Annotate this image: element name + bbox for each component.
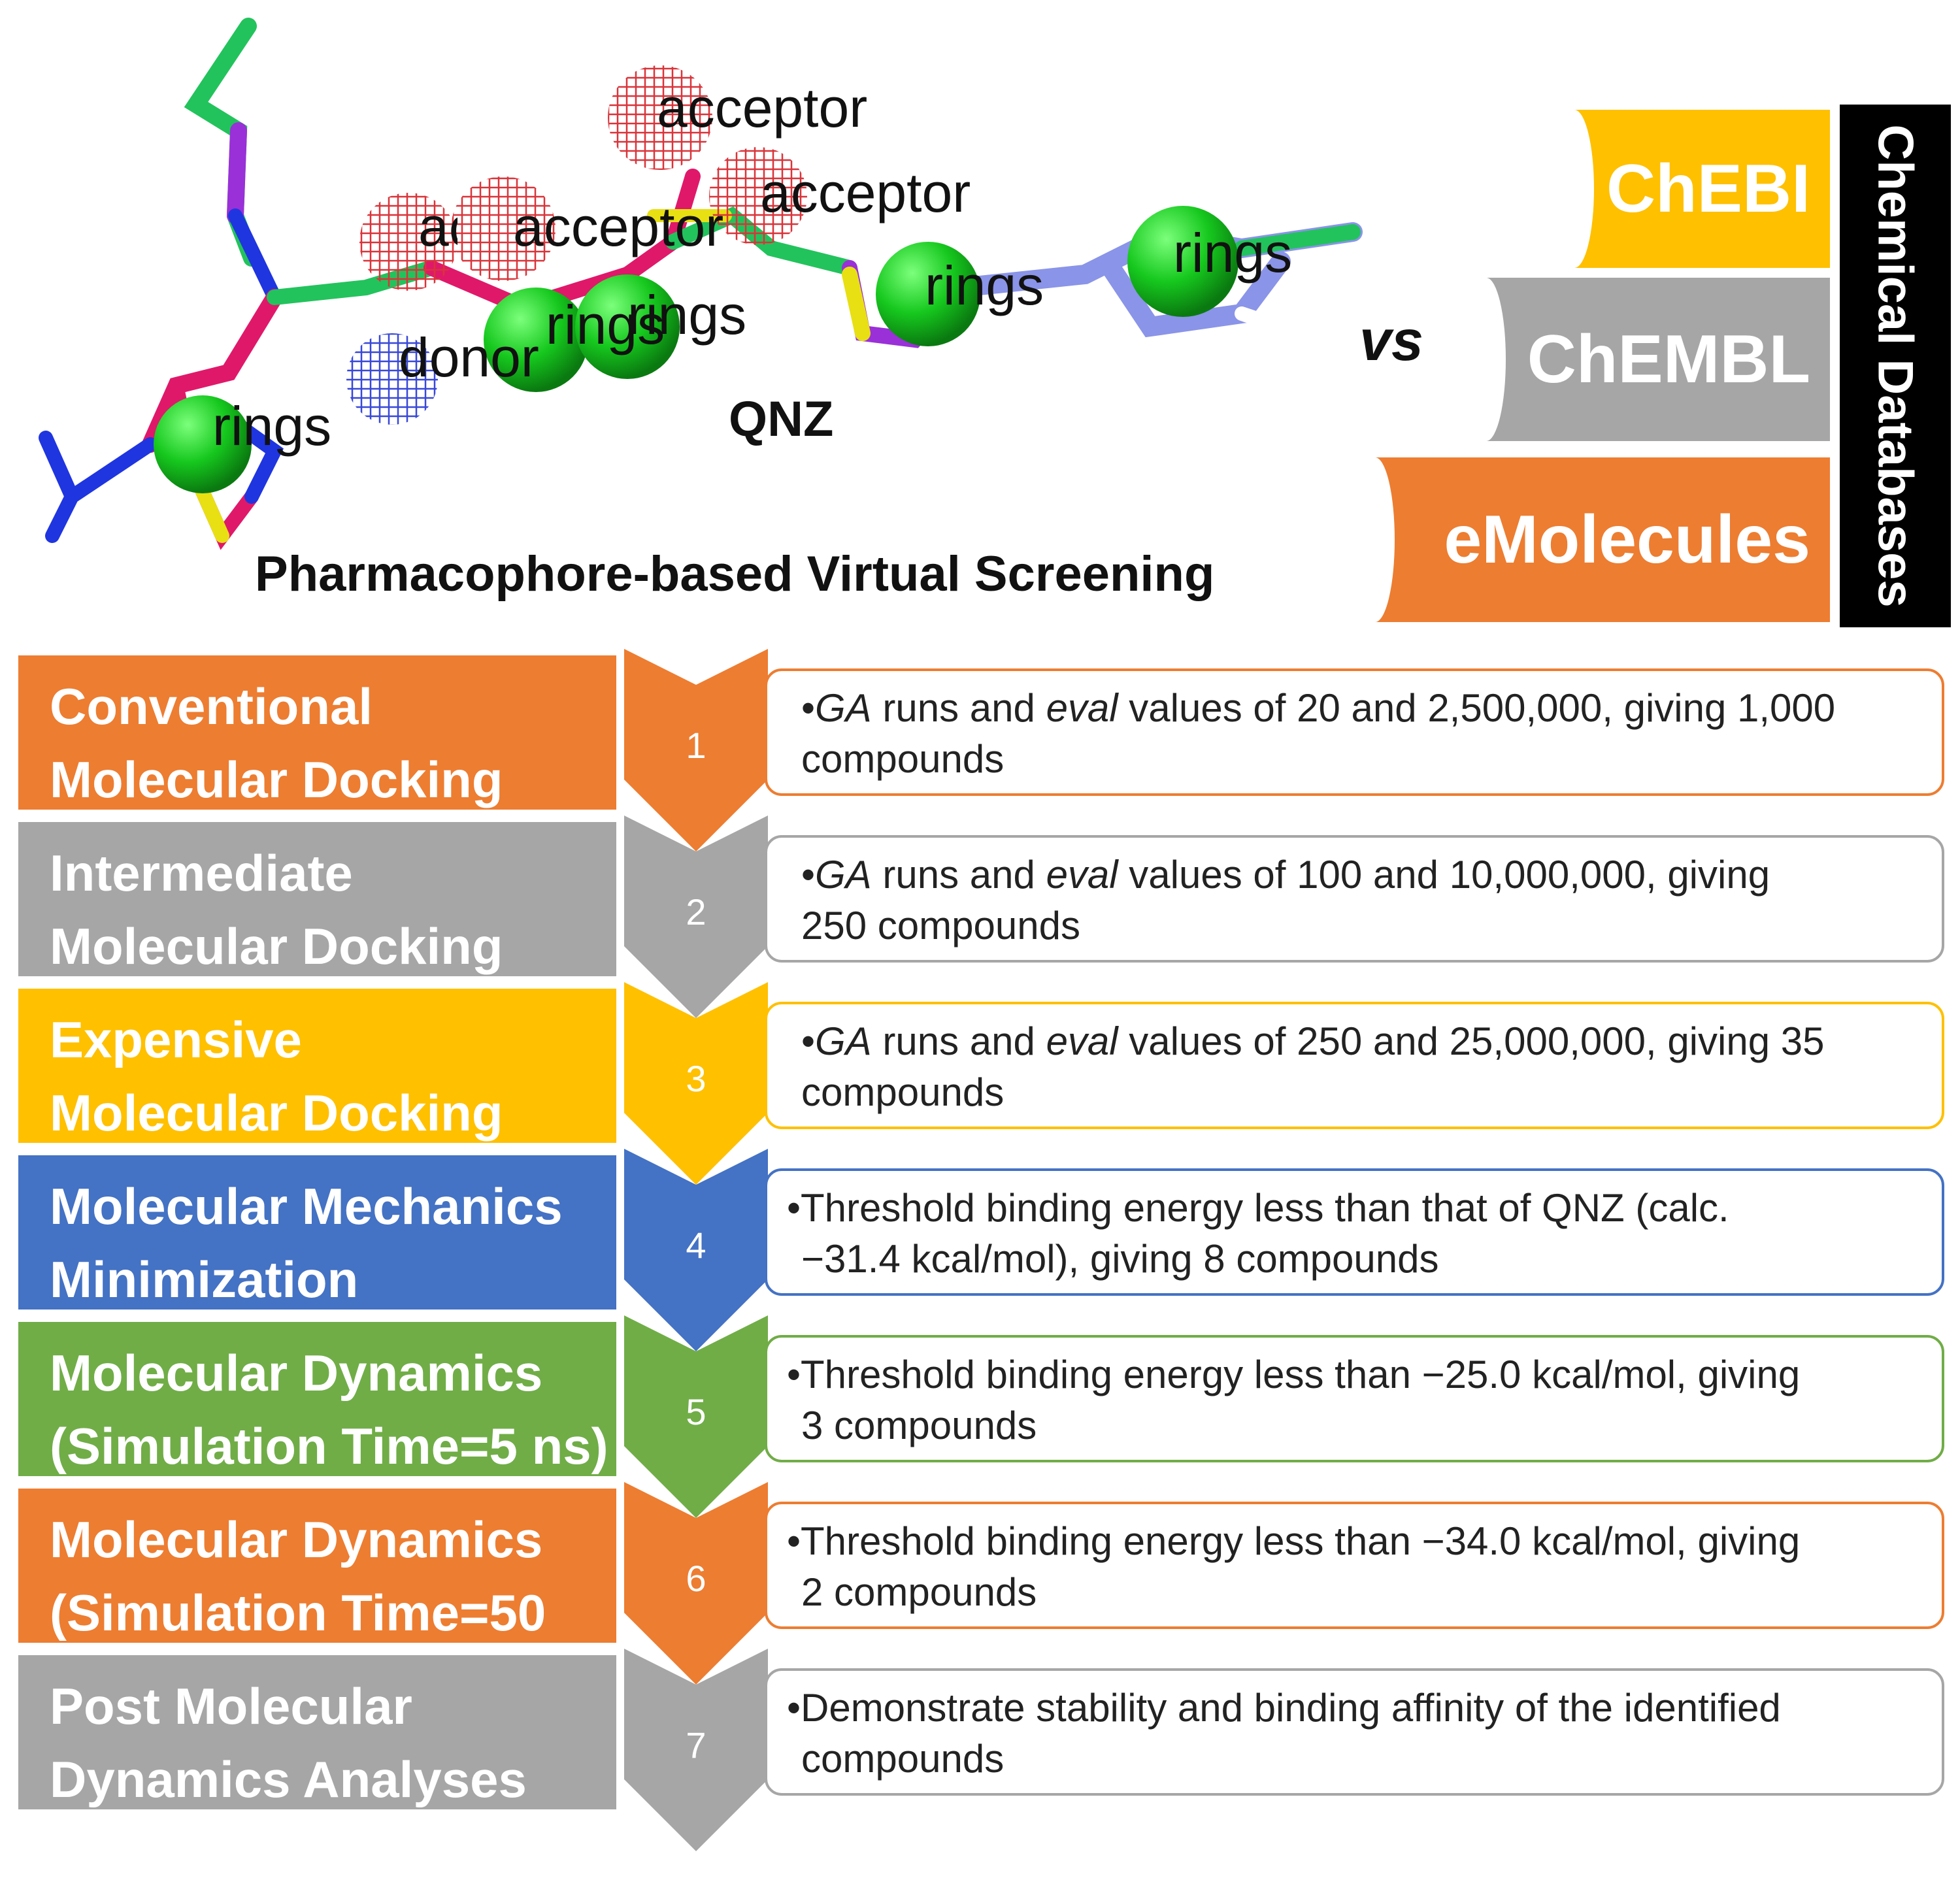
step-description: •Demonstrate stability and binding affin…: [765, 1668, 1944, 1796]
step-description-line: •GA runs and eval values of 250 and 25,0…: [801, 1016, 1922, 1067]
bullet: •: [801, 853, 816, 897]
pharmacophore-label-rings: rings: [925, 255, 1044, 316]
qnz-pharmacophore-model: [39, 18, 1363, 550]
desc-text: values of 100 and 10,000,000, giving: [1118, 853, 1770, 897]
step-description-line: compounds: [801, 737, 1005, 781]
step-title-box: Molecular Dynamics(Simulation Time=50 ns…: [18, 1489, 616, 1715]
step-description-line: compounds: [801, 1070, 1005, 1114]
desc-text: values of 250 and 25,000,000, giving 35: [1118, 1019, 1825, 1063]
step-description-line: −31.4 kcal/mol), giving 8 compounds: [801, 1237, 1439, 1281]
chemical-databases-label: Chemical Databases: [1867, 124, 1923, 608]
step-title-line: Molecular Dynamics: [50, 1344, 543, 1402]
molecule-name-label: QNZ: [729, 391, 834, 447]
step-description: •Threshold binding energy less than −34.…: [765, 1502, 1944, 1629]
database-chebi: ChEBI: [1555, 110, 1830, 268]
pharmacophore-label-acceptor: acceptor: [418, 199, 457, 254]
desc-text: runs and: [871, 853, 1046, 897]
step-number: 2: [686, 891, 706, 932]
step-number: 6: [686, 1558, 706, 1599]
step-title-line: Molecular Mechanics: [50, 1178, 563, 1235]
step-description: •Threshold binding energy less than that…: [765, 1168, 1944, 1296]
step-title-line: Intermediate: [50, 844, 353, 902]
step-description-line: 250 compounds: [801, 904, 1080, 947]
database-emolecules: eMolecules: [1355, 457, 1830, 622]
figure-title: Pharmacophore-based Virtual Screening: [255, 546, 1215, 602]
desc-text: runs and: [871, 686, 1046, 730]
pharmacophore-label-rings: rings: [546, 294, 665, 355]
desc-text: runs and: [871, 1019, 1046, 1063]
step-title-line: Minimization: [50, 1251, 359, 1308]
step-description: •GA runs and eval values of 20 and 2,500…: [765, 668, 1944, 796]
step-description: •Threshold binding energy less than −25.…: [765, 1335, 1944, 1462]
step-chevron-arrow: [624, 1482, 768, 1685]
step-number: 5: [686, 1391, 706, 1432]
step-description-line: compounds: [801, 1737, 1005, 1781]
pharmacophore-label-acceptor: acceptor: [760, 162, 971, 223]
database-name: ChEMBL: [1527, 321, 1810, 397]
step-title-line: Molecular Dynamics: [50, 1511, 543, 1568]
step-description: •GA runs and eval values of 100 and 10,0…: [765, 835, 1944, 963]
database-chembl: ChEMBL: [1467, 278, 1830, 441]
step-description-line: 2 compounds: [801, 1570, 1037, 1614]
step-description-line: •Threshold binding energy less than −25.…: [787, 1353, 1801, 1396]
step-title-line: Post Molecular: [50, 1677, 412, 1735]
pharmacophore-label-donor: donor: [399, 327, 539, 388]
pharmacophore-label-rings: rings: [627, 284, 747, 346]
step-number: 7: [686, 1724, 706, 1766]
step-chevron-arrow: [624, 1315, 768, 1518]
ga-term: GA: [815, 1019, 872, 1063]
ga-term: GA: [815, 853, 872, 897]
step-title-line: Conventional: [50, 678, 373, 735]
step-number: 4: [686, 1225, 706, 1266]
pharmacophore-label-acceptor: acceptor: [513, 196, 724, 257]
step-description-line: •GA runs and eval values of 20 and 2,500…: [801, 683, 1922, 734]
step-description-line: 3 compounds: [801, 1404, 1037, 1447]
versus-label: vs: [1359, 308, 1423, 372]
step-title-line: Molecular Docking: [50, 1084, 503, 1142]
acceptor-spheres: [359, 65, 807, 291]
eval-term: eval: [1046, 686, 1118, 730]
step-description-line: •Demonstrate stability and binding affin…: [787, 1686, 1781, 1730]
step-title-line: (Simulation Time=5 ns): [50, 1417, 608, 1475]
desc-text: values of 20 and 2,500,000, giving 1,000: [1118, 686, 1836, 730]
database-name: eMolecules: [1444, 501, 1810, 578]
step-chevron-arrow: [624, 649, 768, 851]
chemical-databases-bar: Chemical Databases: [1840, 105, 1951, 627]
step-title-line: Expensive: [50, 1011, 302, 1068]
step-title-line: Dynamics Analyses: [50, 1751, 527, 1808]
step-number: 1: [686, 725, 706, 766]
step-number: 3: [686, 1058, 706, 1099]
step-description-line: •Threshold binding energy less than that…: [787, 1186, 1729, 1230]
eval-term: eval: [1046, 1019, 1118, 1063]
bullet: •: [801, 1019, 816, 1063]
step-description-line: •Threshold binding energy less than −34.…: [787, 1519, 1801, 1563]
step-chevron-arrow: [624, 982, 768, 1185]
step-title-line: Molecular Docking: [50, 751, 503, 808]
step-chevron-arrow: [624, 1649, 768, 1851]
eval-term: eval: [1046, 853, 1118, 897]
pharmacophore-label-rings: rings: [212, 395, 332, 457]
pharmacophore-label-acceptor: acceptor: [657, 77, 868, 139]
bullet: •: [801, 686, 816, 730]
donor-sphere: [346, 333, 438, 425]
step-title-line: Molecular Docking: [50, 917, 503, 975]
database-name: ChEBI: [1606, 150, 1810, 227]
ga-term: GA: [815, 686, 872, 730]
step-chevron-arrow: [624, 1149, 768, 1351]
ring-spheres: [154, 206, 1238, 493]
step-chevron-arrow: [624, 815, 768, 1018]
step-description: •GA runs and eval values of 250 and 25,0…: [765, 1002, 1944, 1129]
step-title-box: Molecular Dynamics (Simulation Time=5 ns): [18, 1322, 616, 1476]
step-description-line: •GA runs and eval values of 100 and 10,0…: [801, 849, 1922, 900]
pharmacophore-label-rings: rings: [1173, 222, 1293, 284]
